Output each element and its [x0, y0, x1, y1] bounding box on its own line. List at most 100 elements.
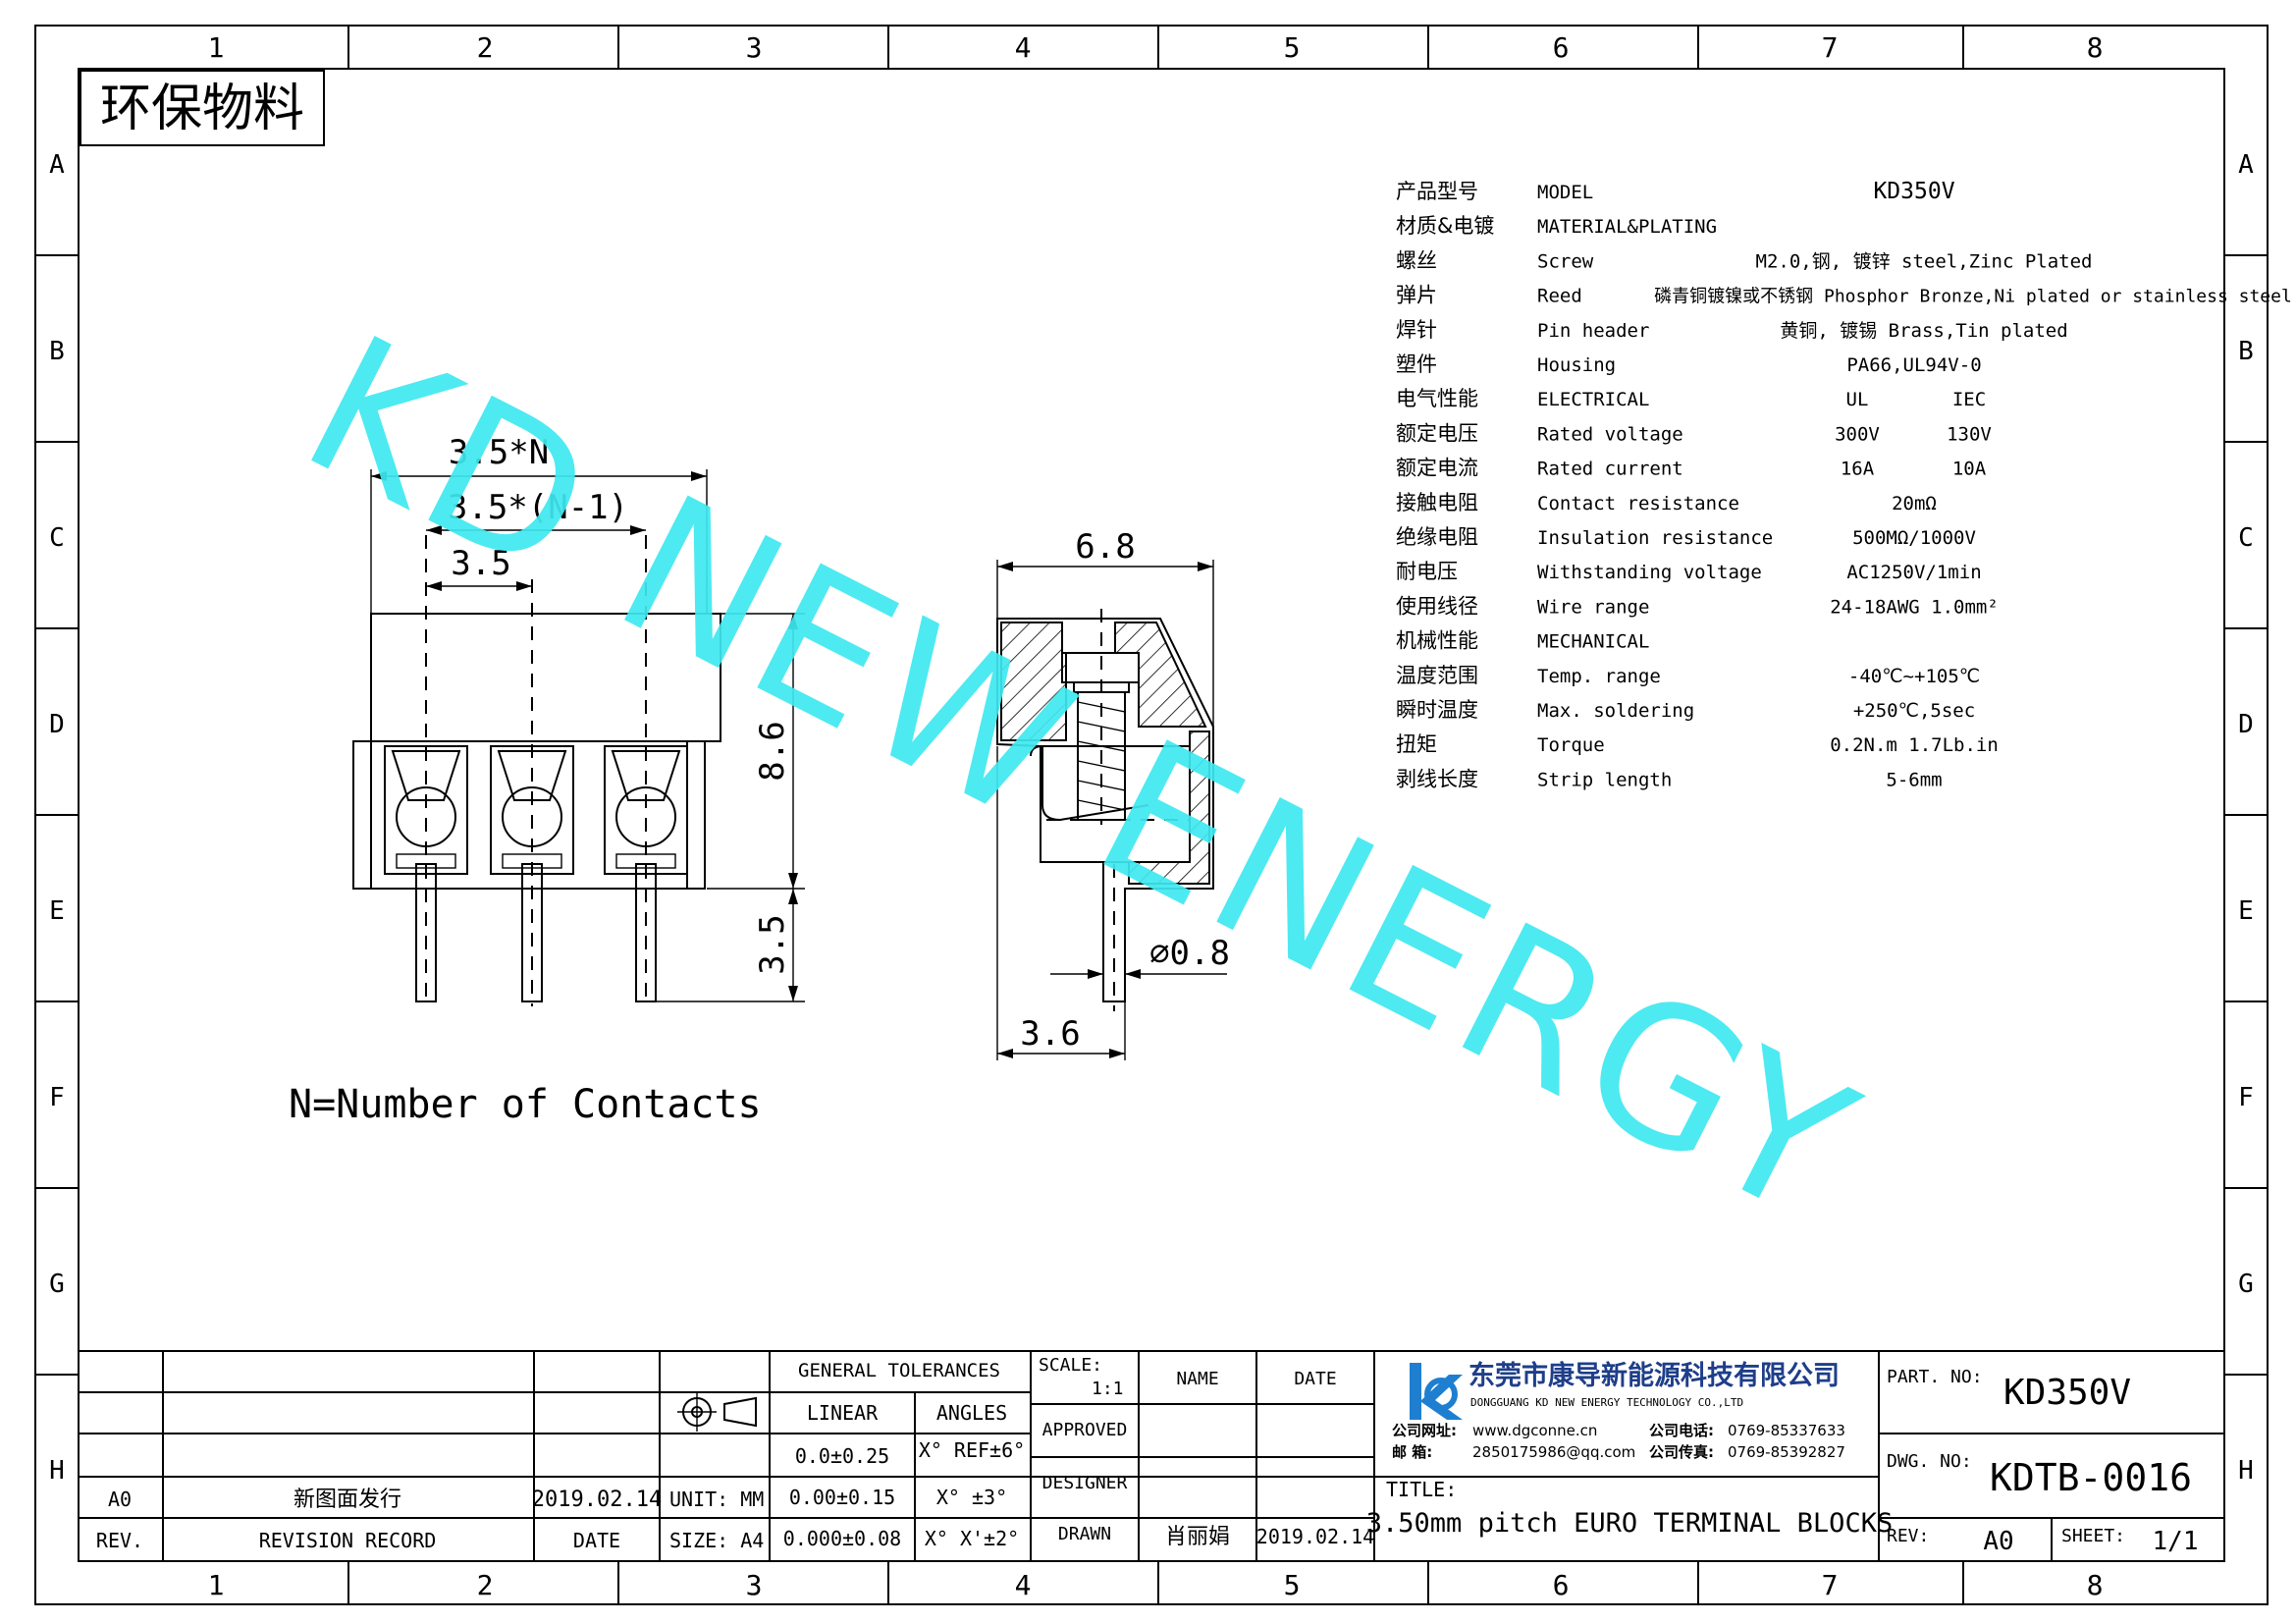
row-label: D [49, 710, 65, 739]
spec-value: 500MΩ/1000V [1852, 527, 1976, 549]
spec-en-label: Reed [1537, 286, 1582, 307]
spec-cn-label: 机械性能 [1396, 629, 1478, 653]
row-label: A [49, 150, 65, 180]
dim-3-5-n: 3.5*N [449, 433, 549, 472]
spec-value: KD350V [1873, 179, 1954, 204]
spec-cn-label: 弹片 [1396, 284, 1437, 307]
spec-en-label: MECHANICAL [1537, 631, 1649, 653]
spec-value-ul: UL [1846, 389, 1869, 410]
scale-label: SCALE: [1039, 1355, 1102, 1376]
spec-en-label: Wire range [1537, 596, 1649, 618]
contacts-note: N=Number of Contacts [289, 1082, 762, 1127]
linear-label: LINEAR [807, 1401, 879, 1425]
sheet-label: SHEET: [2061, 1526, 2125, 1546]
col-label: 7 [1822, 1569, 1839, 1601]
dim-6-8: 6.8 [1075, 527, 1135, 567]
spec-cn-label: 材质&电镀 [1396, 214, 1494, 238]
row-label: A [2238, 150, 2254, 180]
dim-3-5-n-1: 3.5*(N-1) [448, 488, 628, 527]
approved-label: APPROVED [1042, 1420, 1128, 1440]
spec-cn-label: 使用线径 [1396, 594, 1478, 618]
drawn-name: 肖丽娟 [1165, 1525, 1230, 1549]
dim-8-6: 8.6 [753, 721, 792, 781]
grid-row-labels: A B C D E F G H A B C D E F G H [49, 150, 2254, 1486]
spec-cn-label: 瞬时温度 [1396, 698, 1478, 722]
grid-column-ticks [347, 26, 1964, 1604]
revision-record-label: REVISION RECORD [259, 1529, 437, 1552]
rev-desc: 新图面发行 [294, 1488, 401, 1512]
web-label: 公司网址: [1392, 1422, 1457, 1439]
col-label: 8 [2087, 31, 2104, 64]
spec-cn-label: 产品型号 [1396, 180, 1478, 203]
spec-cn-label: 剥线长度 [1396, 767, 1478, 790]
spec-value: AC1250V/1min [1846, 562, 1981, 583]
tol-angle-2: X° ±3° [936, 1486, 1007, 1509]
col-label: 4 [1015, 1569, 1032, 1601]
spec-value: 24-18AWG 1.0mm² [1830, 596, 1999, 618]
spec-value: -40℃~+105℃ [1848, 666, 1980, 687]
spec-en-label: ELECTRICAL [1537, 389, 1649, 410]
company-name-en: DONGGUANG KD NEW ENERGY TECHNOLOGY CO.,L… [1470, 1396, 1743, 1409]
spec-en-label: Temp. range [1537, 666, 1661, 687]
eco-stamp-box [80, 70, 325, 146]
col-label: 5 [1284, 1569, 1301, 1601]
spec-value: PA66,UL94V-0 [1846, 354, 1981, 376]
spec-value: M2.0,钢, 镀锌 steel,Zinc Plated [1756, 250, 2093, 272]
fax-value: 0769-85392827 [1728, 1443, 1845, 1461]
col-label: 2 [477, 1569, 494, 1601]
dim-3-5-pin: 3.5 [753, 914, 792, 974]
company-logo [1410, 1363, 1463, 1420]
spec-en-label: Max. soldering [1537, 700, 1694, 722]
mail-value: 2850175986@qq.com [1472, 1443, 1635, 1461]
tol-angle-3: X° X'±2° [925, 1527, 1019, 1550]
col-label: 7 [1822, 31, 1839, 64]
web-value: www.dgconne.cn [1472, 1422, 1597, 1439]
spec-value-iec: 130V [1947, 423, 1992, 445]
spec-en-label: Strip length [1537, 769, 1672, 790]
col-label: 4 [1015, 31, 1032, 64]
row-label: H [2238, 1456, 2254, 1486]
mail-label: 邮 箱: [1392, 1443, 1432, 1461]
date-label: DATE [573, 1529, 620, 1552]
row-label: G [2238, 1270, 2254, 1299]
spec-en-label: Screw [1537, 250, 1594, 272]
col-label: 6 [1553, 1569, 1570, 1601]
spec-cn-label: 温度范围 [1396, 664, 1478, 687]
spec-en-label: MODEL [1537, 182, 1593, 203]
drawing-title: 3.50mm pitch EURO TERMINAL BLOCKS [1366, 1508, 1893, 1539]
part-info: PART. NO: KD350V DWG. NO: KDTB-0016 REV:… [1887, 1367, 2198, 1556]
rev-date: 2019.02.14 [532, 1488, 662, 1512]
spec-value-iec: IEC [1952, 389, 1986, 410]
spec-value-ul: 16A [1841, 459, 1875, 480]
row-label: C [49, 523, 65, 553]
col-label: 6 [1553, 31, 1570, 64]
size-label: SIZE: A4 [669, 1529, 764, 1552]
spec-cn-label: 绝缘电阻 [1396, 525, 1478, 549]
designer-label: DESIGNER [1042, 1473, 1128, 1493]
company-info: 东莞市康导新能源科技有限公司 DONGGUANG KD NEW ENERGY T… [1366, 1360, 1893, 1539]
spec-cn-label: 塑件 [1396, 352, 1437, 376]
spec-value: +250℃,5sec [1853, 700, 1975, 722]
title-block [79, 1350, 2224, 1561]
angles-label: ANGLES [936, 1401, 1007, 1425]
title-block-text: A0 新图面发行 2019.02.14 REV. REVISION RECORD… [96, 1355, 1374, 1552]
eco-stamp: 环保物料 [100, 80, 304, 138]
spec-value: 5-6mm [1886, 769, 1942, 790]
tel-value: 0769-85337633 [1728, 1422, 1845, 1439]
tel-label: 公司电话: [1649, 1422, 1714, 1439]
col-label: 8 [2087, 1569, 2104, 1601]
spec-cn-label: 螺丝 [1396, 248, 1437, 272]
col-label: 2 [477, 31, 494, 64]
spec-en-label: Insulation resistance [1537, 527, 1773, 549]
spec-value-ul: 300V [1835, 423, 1880, 445]
drawn-label: DRAWN [1058, 1524, 1111, 1544]
spec-cn-label: 焊针 [1396, 318, 1437, 342]
row-label: F [49, 1083, 65, 1112]
spec-cn-label: 耐电压 [1396, 560, 1458, 583]
spec-en-label: Contact resistance [1537, 493, 1739, 514]
row-label: E [2238, 896, 2254, 926]
grid-column-labels: 1 2 3 4 5 6 7 8 1 2 3 4 5 6 7 8 [208, 31, 2104, 1601]
dim-3-5-pitch: 3.5 [451, 544, 510, 583]
date-header: DATE [1294, 1369, 1336, 1389]
